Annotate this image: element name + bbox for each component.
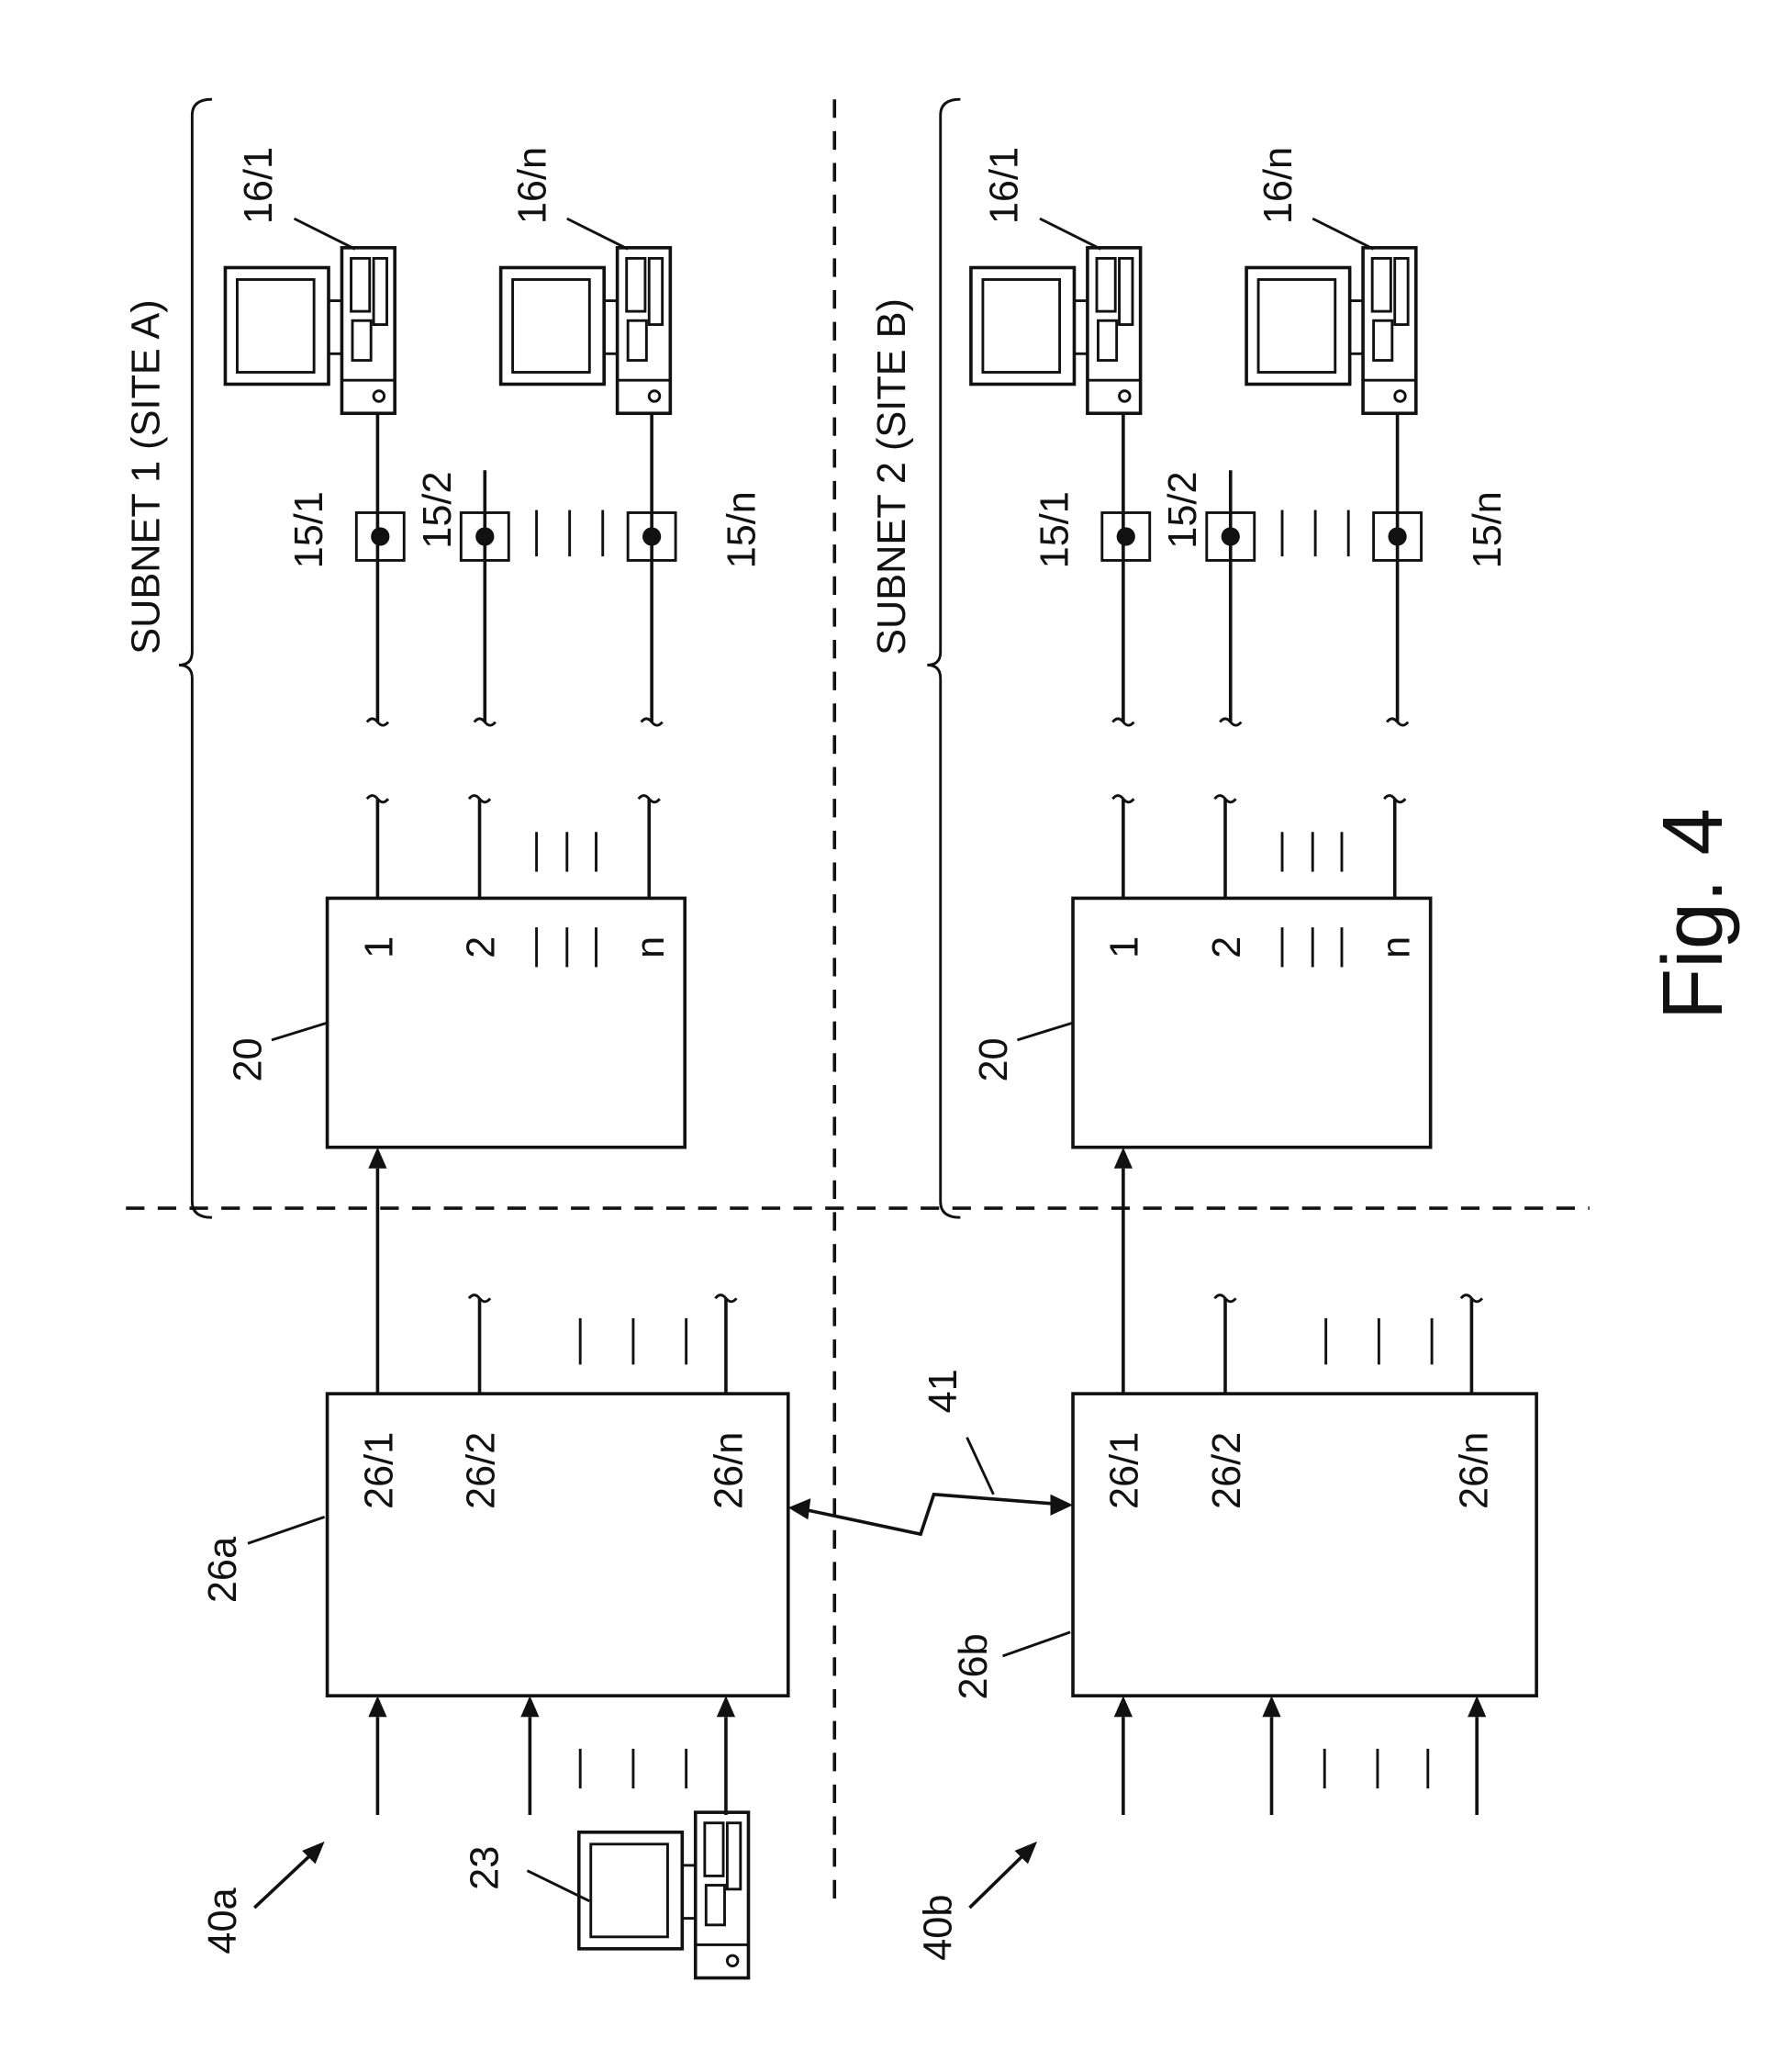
- computer-icon: [501, 248, 671, 413]
- port-label: n: [1375, 936, 1419, 958]
- subnet-label: SUBNET 2 (SITE B): [870, 298, 914, 655]
- subnet-brace: [179, 99, 212, 1217]
- input-ref-label: 40a: [201, 1887, 245, 1954]
- computer-icon: [971, 248, 1141, 413]
- subnet-1: SUBNET 1 (SITE A) 16/1 16/n 15/1 15/2 15…: [124, 99, 787, 1954]
- computer-label: 16/n: [511, 147, 555, 224]
- jack-icon: [1102, 512, 1150, 560]
- jack-label: 15/n: [720, 491, 765, 568]
- port-label: n: [629, 936, 673, 958]
- subnet-brace: [927, 99, 960, 1217]
- jack-icon: [356, 512, 404, 560]
- router-ref-label: 26a: [201, 1536, 245, 1603]
- router-port-label: 26/2: [459, 1432, 503, 1509]
- jack-label: 15/1: [1033, 491, 1077, 568]
- admin-computer-icon: [579, 1812, 749, 1977]
- figure-caption: Fig. 4: [1645, 808, 1740, 1020]
- port-label: 1: [1103, 936, 1147, 958]
- port-label: 1: [357, 936, 401, 958]
- computer-label: 16/n: [1256, 147, 1301, 224]
- port-label: 2: [459, 936, 503, 958]
- jack-label: 15/n: [1466, 491, 1510, 568]
- link-label: 41: [921, 1369, 966, 1413]
- input-ref-label: 40b: [916, 1895, 960, 1961]
- computer-icon: [1246, 248, 1416, 413]
- router-port-label: 26/1: [1103, 1432, 1147, 1509]
- wan-link: 41: [788, 1369, 1073, 1534]
- admin-computer-label: 23: [463, 1846, 508, 1890]
- switch-ref-label: 20: [226, 1037, 270, 1081]
- jack-label: 15/2: [416, 471, 460, 548]
- computer-label: 16/1: [982, 147, 1026, 224]
- subnet-label: SUBNET 1 (SITE A): [124, 299, 168, 654]
- router-port-label: 26/1: [357, 1432, 401, 1509]
- computer-icon: [225, 248, 395, 413]
- computer-label: 16/1: [237, 147, 281, 224]
- switch-ref-label: 20: [972, 1037, 1016, 1081]
- subnet-2: SUBNET 2 (SITE B) 16/1 16/n 15/1 15/2 15…: [870, 99, 1536, 1961]
- router-port-label: 26/n: [1453, 1432, 1497, 1509]
- router-ref-label: 26b: [952, 1633, 996, 1699]
- router-port-label: 26/2: [1205, 1432, 1249, 1509]
- router-port-label: 26/n: [707, 1432, 751, 1509]
- jack-label: 15/1: [287, 491, 331, 568]
- port-label: 2: [1205, 936, 1249, 958]
- jack-label: 15/2: [1161, 471, 1205, 548]
